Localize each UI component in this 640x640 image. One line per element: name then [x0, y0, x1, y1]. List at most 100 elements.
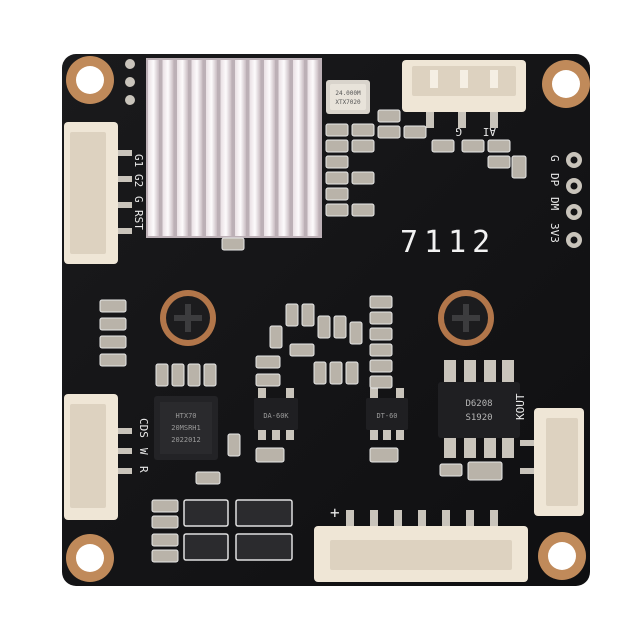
- pin-label-w: W: [137, 448, 150, 455]
- smd-component: [467, 461, 503, 481]
- pin-label-g1: G1: [132, 154, 145, 167]
- smd-component: [351, 203, 375, 217]
- smd-component: [369, 327, 393, 341]
- smd-component: [99, 353, 127, 367]
- connector-top-audio: [402, 60, 526, 128]
- soic-text-2: S1920: [465, 413, 492, 423]
- screw-left: [160, 290, 216, 346]
- pin-label-dp: DP: [548, 173, 561, 187]
- smd-component: [99, 299, 127, 313]
- smd-component: [155, 363, 169, 387]
- crystal-text-1: 24.000M: [335, 90, 361, 97]
- power-components-bottom-left: [183, 499, 293, 561]
- plus-sign: +: [330, 503, 340, 522]
- smd-component: [151, 549, 179, 563]
- heatsink-fin: [278, 60, 290, 236]
- smd-component: [151, 515, 179, 529]
- pin-label-kout: KOUT: [514, 393, 527, 420]
- smd-component: [325, 171, 349, 185]
- smd-component: [487, 139, 511, 153]
- connector-left-top: [64, 122, 132, 264]
- smd-component: [195, 471, 221, 485]
- smd-component: [221, 237, 245, 251]
- sot-chip-left: DA-60K: [254, 388, 298, 440]
- smd-component: [377, 125, 401, 139]
- heatsink: [146, 58, 322, 238]
- smd-component: [431, 139, 455, 153]
- sot-right-text: DT-60: [376, 412, 397, 420]
- test-pads-top-left: [125, 59, 135, 105]
- smd-component: [329, 361, 343, 385]
- soic-text-1: D6208: [465, 399, 492, 409]
- passive-components: [99, 109, 527, 563]
- smd-component: [351, 171, 375, 185]
- mounting-hole-bottom-right: [538, 532, 586, 580]
- smd-component: [461, 139, 485, 153]
- pin-label-right-g: G: [548, 155, 561, 162]
- smd-component: [151, 499, 179, 513]
- pin-label-cds: CDS: [137, 418, 150, 438]
- pin-label-r: R: [137, 466, 150, 473]
- smd-component: [99, 335, 127, 349]
- heatsink-fin: [249, 60, 261, 236]
- smd-component: [349, 321, 363, 345]
- sot-left-text: DA-60K: [263, 412, 289, 420]
- audio-label-g: G: [455, 125, 462, 138]
- heatsink-fin: [148, 60, 159, 236]
- smd-component: [487, 155, 511, 169]
- smd-component: [333, 315, 347, 339]
- qfn-text-1: HTX70: [175, 412, 196, 420]
- crystal-text-2: XTX7020: [335, 99, 361, 106]
- smd-component: [377, 109, 401, 123]
- heatsink-fin: [177, 60, 188, 236]
- smd-component: [285, 303, 299, 327]
- pin-label-dm: DM: [548, 197, 561, 211]
- smd-component: [203, 363, 217, 387]
- pin-label-rst: RST: [132, 210, 145, 230]
- qfn-chip: HTX70 20MSRH1 2022012: [154, 396, 218, 460]
- mounting-hole-top-left: [66, 56, 114, 104]
- mounting-hole-top-right: [542, 60, 590, 108]
- heatsink-fin: [162, 60, 174, 236]
- smd-component: [325, 123, 349, 137]
- smd-component: [351, 123, 375, 137]
- screw-right: [438, 290, 494, 346]
- smd-component: [369, 375, 393, 389]
- smd-component: [317, 315, 331, 339]
- smd-component: [369, 295, 393, 309]
- pin-label-g2: G2: [132, 174, 145, 187]
- smd-component: [369, 447, 399, 463]
- pin-label-3v3: 3V3: [548, 223, 561, 243]
- audio-label-ai: AI: [483, 125, 496, 138]
- heatsink-fin: [235, 60, 246, 236]
- smd-component: [313, 361, 327, 385]
- heatsink-fin: [206, 60, 217, 236]
- smd-component: [369, 359, 393, 373]
- heatsink-fin: [191, 60, 203, 236]
- smd-component: [369, 311, 393, 325]
- heatsink-fin: [307, 60, 319, 236]
- smd-component: [269, 325, 283, 349]
- smd-component: [255, 447, 285, 463]
- smd-component: [227, 433, 241, 457]
- qfn-text-3: 2022012: [171, 436, 201, 444]
- board-number: 7112: [400, 225, 496, 260]
- smd-component: [289, 343, 315, 357]
- heatsink-fin: [220, 60, 232, 236]
- smd-component: [325, 139, 349, 153]
- qfn-text-2: 20MSRH1: [171, 424, 201, 432]
- smd-component: [187, 363, 201, 387]
- smd-component: [511, 155, 527, 179]
- smd-component: [171, 363, 185, 387]
- heatsink-fin: [264, 60, 275, 236]
- pin-label-g: G: [132, 196, 145, 203]
- smd-component: [369, 343, 393, 357]
- smd-component: [439, 463, 463, 477]
- smd-component: [325, 203, 349, 217]
- smd-component: [325, 155, 349, 169]
- smd-component: [255, 355, 281, 369]
- smd-component: [351, 139, 375, 153]
- smd-component: [301, 303, 315, 327]
- crystal-oscillator: 24.000M XTX7020: [326, 80, 370, 114]
